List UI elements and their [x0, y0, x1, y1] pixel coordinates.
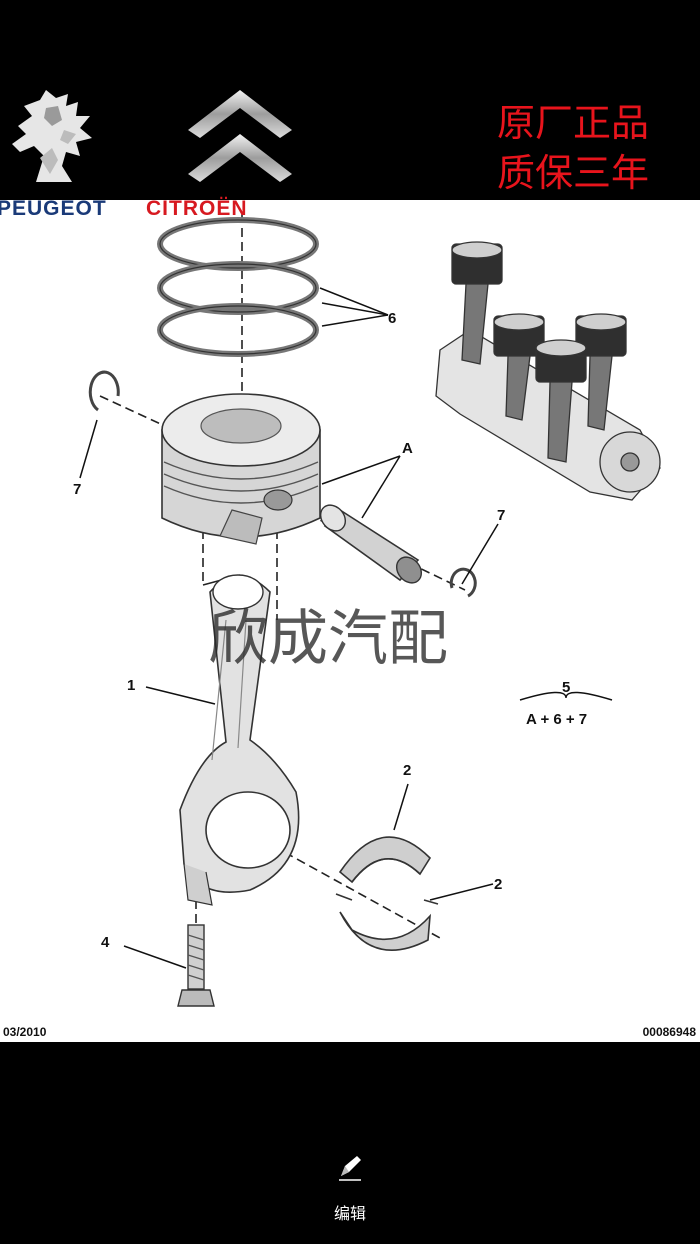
badge-line-genuine: 原厂正品	[497, 101, 650, 145]
piston	[161, 393, 321, 545]
callout-a: A	[402, 440, 413, 457]
exploded-view-drawing	[79, 214, 661, 1007]
badge-line-warranty: 质保三年	[497, 151, 650, 195]
parts-diagram: 6 7 A 7 1 5 A + 6 + 7 2 2 4 欣成汽配 03/2010…	[0, 200, 700, 1042]
watermark-text: 欣成汽配	[208, 604, 448, 674]
leader-lines	[79, 287, 613, 969]
piston-rings	[157, 217, 319, 357]
edit-label: 编辑	[333, 1204, 366, 1223]
citroen-wordmark: CITROËN	[146, 197, 248, 220]
callout-5-formula: A + 6 + 7	[526, 711, 588, 728]
callout-2-upper: 2	[403, 762, 412, 779]
edit-pen-icon	[339, 1156, 361, 1181]
callout-6: 6	[388, 310, 397, 327]
engine-assembly-illustration	[435, 241, 661, 501]
callout-7-left: 7	[73, 481, 82, 498]
callout-1: 1	[127, 677, 136, 694]
peugeot-wordmark: PEUGEOT	[0, 197, 107, 220]
peugeot-lion-logo	[12, 90, 92, 182]
date-code: 03/2010	[3, 1025, 47, 1039]
rod-bolt	[177, 924, 215, 1007]
citroen-chevron-logo	[188, 90, 292, 182]
document-number: 00086948	[642, 1025, 696, 1039]
callout-4: 4	[101, 934, 110, 951]
bottom-toolbar: 编辑	[0, 1042, 700, 1244]
circlip-left	[88, 370, 120, 412]
callout-2-lower: 2	[494, 876, 503, 893]
callout-5: 5	[562, 679, 571, 696]
edit-button[interactable]	[310, 1148, 390, 1238]
connecting-rod	[179, 574, 300, 906]
bearing-shells	[335, 836, 439, 951]
brand-header: 原厂正品 质保三年	[0, 0, 700, 200]
circlip-right	[449, 567, 477, 598]
callout-7-right: 7	[497, 507, 506, 524]
piston-pin	[319, 504, 423, 584]
